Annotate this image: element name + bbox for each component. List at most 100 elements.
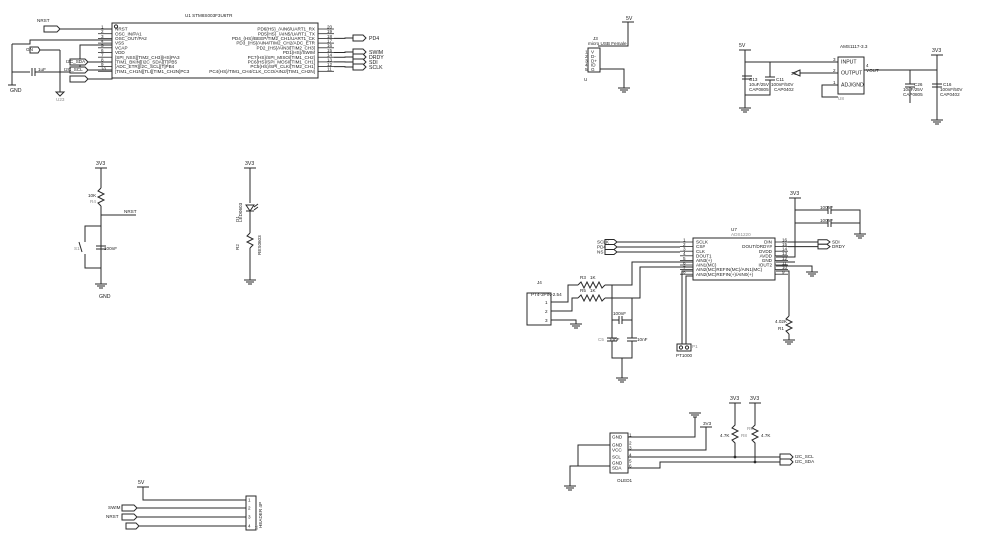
adc-body[interactable]	[692, 237, 776, 281]
usb-pin-label: D+	[591, 58, 597, 63]
nrst-net-label: NRST	[37, 18, 50, 23]
swim-port[interactable]	[121, 504, 138, 512]
adc-right-pin-label: DOUT/DRDY#	[742, 244, 772, 249]
sw-lever[interactable]	[78, 241, 83, 253]
adc-sub: ADS1220	[731, 232, 751, 237]
oled-pin-number: 2	[629, 440, 632, 445]
oled-pin-label: VCC	[612, 448, 622, 453]
oled-sda-port[interactable]	[779, 458, 794, 466]
oled-vcc-label: 3V3	[703, 421, 712, 426]
adc-ain-wire-a	[605, 261, 693, 286]
oled-r9[interactable]	[750, 403, 760, 462]
adc-left-pin-number: 8	[683, 270, 686, 275]
adc-right-pin-label: IOUT2	[758, 263, 772, 268]
r3-resistor[interactable]	[577, 280, 606, 290]
swim-header-body[interactable]	[245, 495, 257, 531]
mcu-port-sclk[interactable]	[352, 63, 367, 71]
i2c-scl-port[interactable]	[69, 66, 89, 74]
mcu-right-pin-label: PD3_{HS}/AIN4/TIM2_CH2/ADC_ETR	[236, 41, 315, 46]
usb-pin-label: ID	[591, 63, 596, 68]
reg-5v-label: 5V	[739, 43, 746, 49]
oled-pin-label: SDA	[612, 466, 622, 471]
r3-ref: R3	[580, 275, 586, 280]
adc-3v3-label: 3V3	[790, 191, 799, 197]
oled-pin-number: 1	[629, 432, 632, 437]
oled-body[interactable]	[609, 432, 629, 474]
led-r-name: RES0603	[257, 235, 262, 255]
adc-left-pin-label: AIN1(MC)	[696, 263, 717, 268]
pt1000-body[interactable]	[676, 343, 692, 352]
nrst-port[interactable]	[43, 25, 61, 33]
oled-left-gnd2-wire	[577, 444, 610, 466]
swim-header-ref: J2	[254, 525, 259, 530]
gnd1-label: GND	[10, 88, 22, 94]
reset-resistor[interactable]	[96, 187, 106, 207]
mcu-left-pin-number: 8	[101, 57, 104, 62]
usb-pin-number: 1	[585, 50, 588, 55]
mcu-right-pin-number: 19	[327, 29, 333, 34]
reg-adj-wire	[821, 84, 838, 98]
led-ray-2	[253, 206, 259, 211]
i2c-sda-port[interactable]	[69, 58, 89, 66]
j4-pin-1: 1	[545, 300, 548, 305]
adc-left-port[interactable]	[604, 244, 618, 250]
mcu-right-pin-number: 11	[327, 67, 332, 72]
swim-gnd-port[interactable]	[125, 522, 140, 530]
reg-body[interactable]	[837, 56, 865, 95]
adc-right-port[interactable]	[817, 243, 831, 250]
usb-body[interactable]	[587, 47, 601, 73]
mcu-port-label: DRDY	[369, 55, 384, 61]
adc-right-port[interactable]	[817, 239, 831, 245]
usb-pin-number: 2	[585, 54, 588, 59]
c11-gnd	[745, 80, 771, 96]
swim-pin-number: 3	[248, 515, 251, 520]
pt1000-ref: P1	[692, 344, 698, 349]
mcu-right-pin-number: 12	[327, 62, 333, 67]
oled-r8[interactable]	[730, 403, 740, 457]
mcu-right-pin-label: PD6{HS}_/AIN6/UART1_RX	[257, 27, 315, 32]
pt1000-label: PT1000	[676, 353, 693, 358]
mcu-port-pd4[interactable]	[352, 34, 367, 42]
i2c-sda-label: I2C_SDA	[66, 59, 86, 64]
usb-5v-label: 5V	[626, 16, 633, 22]
c26-val: 10uF/25V	[903, 87, 924, 92]
adc-left-port-label: PD4	[597, 245, 606, 250]
adc-left-port[interactable]	[604, 239, 618, 245]
mcu-right-pin-number: 13	[327, 57, 333, 62]
adc-right-pin-number: 15	[782, 242, 788, 247]
adc-left-pin-number: 6	[683, 260, 686, 265]
gnd-port-a[interactable]	[29, 46, 41, 54]
reg-pin-label: ADJ/GND	[841, 83, 864, 89]
oled-pin-label: GND	[612, 435, 623, 440]
reset-sw-ref: S1	[74, 246, 80, 251]
led-resistor[interactable]	[245, 232, 255, 249]
mcu-left-pin-label: VCAP	[115, 45, 128, 50]
adc-r1-ref: R1	[778, 326, 784, 331]
mcu-port-label: SDI	[369, 60, 378, 66]
mcu-right-pin-label: PD4_{HS}/BEEP/TIM2_CH1/UART1_CK	[232, 36, 316, 41]
adc-left-pin-number: 5	[683, 256, 686, 261]
mcu-pin1-marker	[113, 24, 119, 29]
j4-body[interactable]	[526, 292, 552, 326]
adc-r1[interactable]	[784, 315, 794, 335]
reg-name: AMS1117-3.3	[840, 44, 868, 49]
mcu-right-pin-number: 17	[327, 39, 333, 44]
adc-left-port[interactable]	[604, 249, 618, 255]
r5-resistor[interactable]	[577, 293, 606, 303]
usb-pin-number: 3	[585, 58, 588, 63]
mcu-left-pin-label: VDD	[115, 50, 125, 55]
regulator-block: 5V C13 10uF/25V CAP0805 C11 100nF/50V CA…	[739, 43, 963, 125]
gnd-port-b[interactable]	[69, 75, 89, 83]
led-r-ref: R2	[235, 244, 240, 250]
adc-left-pin-label: SCLK	[696, 240, 709, 245]
adc-ref: U7	[731, 227, 737, 232]
led-diode[interactable]	[245, 204, 255, 212]
swim-nrst-port[interactable]	[121, 513, 138, 521]
mcu-body[interactable]	[111, 22, 319, 79]
mcu-right-pin-label: PD2_{HS}/AIN3/[TIM2_CH3]	[257, 45, 315, 50]
adc-right-pin-label: GND	[762, 258, 773, 263]
